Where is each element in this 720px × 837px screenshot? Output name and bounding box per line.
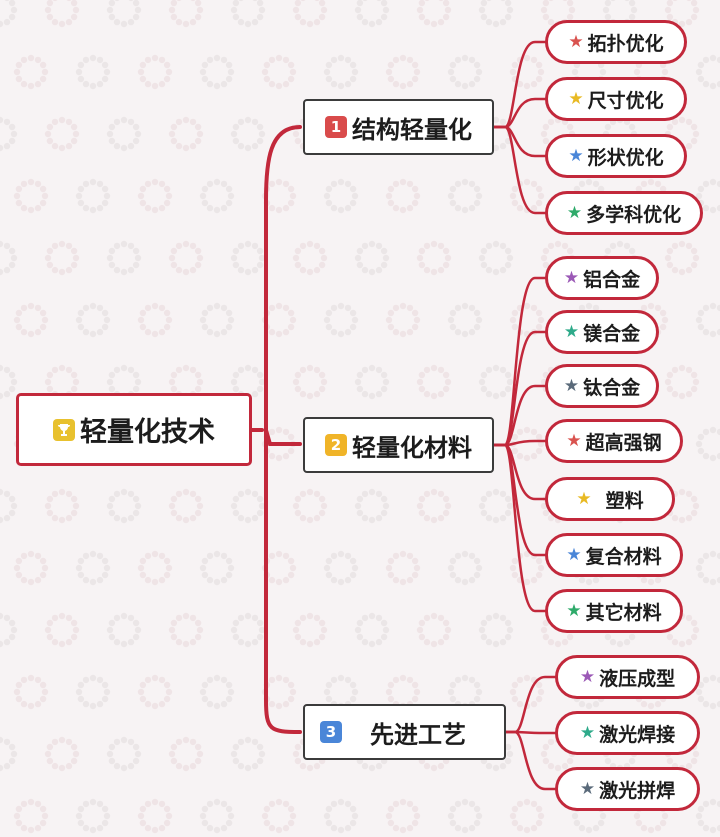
leaf-composite[interactable]: ★ 复合材料 xyxy=(545,533,683,577)
root-node[interactable]: 轻量化技术 xyxy=(16,393,252,466)
star-icon: ★ xyxy=(579,722,596,743)
star-icon: ★ xyxy=(566,202,583,223)
star-icon: ★ xyxy=(568,31,584,52)
leaf-hydroforming[interactable]: ★ 液压成型 xyxy=(555,655,700,699)
branch-label: 结构轻量化 xyxy=(352,115,472,144)
leaf-size[interactable]: ★ 尺寸优化 xyxy=(545,77,687,121)
leaf-label: 镁合金 xyxy=(583,322,641,345)
branch-node-process[interactable]: 3 先进工艺 xyxy=(303,704,506,760)
leaf-magnesium[interactable]: ★ 镁合金 xyxy=(545,310,659,354)
star-icon: ★ xyxy=(563,375,580,396)
leaf-high-strength-steel[interactable]: ★ 超高强钢 xyxy=(545,419,683,463)
leaf-other-materials[interactable]: ★ 其它材料 xyxy=(545,589,683,633)
leaf-multidisciplinary[interactable]: ★ 多学科优化 xyxy=(545,191,703,235)
leaf-label: 超高强钢 xyxy=(585,431,662,454)
leaf-label: 拓扑优化 xyxy=(587,32,664,55)
leaf-label: 其它材料 xyxy=(585,601,662,624)
star-icon: ★ xyxy=(566,600,582,621)
star-icon: ★ xyxy=(566,544,582,565)
leaf-plastic[interactable]: ★ 塑料 xyxy=(545,477,675,521)
leaf-label: 尺寸优化 xyxy=(587,89,664,112)
leaf-laser-welding[interactable]: ★ 激光焊接 xyxy=(555,711,700,755)
star-icon: ★ xyxy=(563,267,580,288)
leaf-topology[interactable]: ★ 拓扑优化 xyxy=(545,20,687,64)
leaf-label: 铝合金 xyxy=(583,268,641,291)
branch-label: 轻量化材料 xyxy=(352,433,472,462)
star-icon: ★ xyxy=(568,145,584,166)
star-icon: ★ xyxy=(563,321,580,342)
star-icon: ★ xyxy=(579,778,596,799)
star-icon: ★ xyxy=(576,488,592,509)
branch-node-materials[interactable]: 2 轻量化材料 xyxy=(303,417,494,473)
leaf-label: 塑料 xyxy=(605,489,644,512)
leaf-tailor-welding[interactable]: ★ 激光拼焊 xyxy=(555,767,700,811)
leaf-shape[interactable]: ★ 形状优化 xyxy=(545,134,687,178)
star-icon: ★ xyxy=(568,88,584,109)
leaf-label: 形状优化 xyxy=(587,146,664,169)
leaf-label: 多学科优化 xyxy=(586,203,682,226)
leaf-titanium[interactable]: ★ 钛合金 xyxy=(545,364,659,408)
leaf-label: 复合材料 xyxy=(585,545,662,568)
trophy-icon xyxy=(53,418,75,441)
branch-node-structure[interactable]: 1 结构轻量化 xyxy=(303,99,494,155)
leaf-label: 激光拼焊 xyxy=(599,779,676,802)
leaf-label: 激光焊接 xyxy=(599,723,676,746)
number-badge: 3 xyxy=(320,721,342,743)
star-icon: ★ xyxy=(579,666,596,687)
number-badge: 1 xyxy=(325,116,347,138)
leaf-label: 液压成型 xyxy=(599,667,676,690)
root-label: 轻量化技术 xyxy=(80,417,215,448)
leaf-aluminum[interactable]: ★ 铝合金 xyxy=(545,256,659,300)
branch-label: 先进工艺 xyxy=(370,720,466,749)
star-icon: ★ xyxy=(566,430,582,451)
number-badge: 2 xyxy=(325,434,347,456)
leaf-label: 钛合金 xyxy=(583,376,641,399)
